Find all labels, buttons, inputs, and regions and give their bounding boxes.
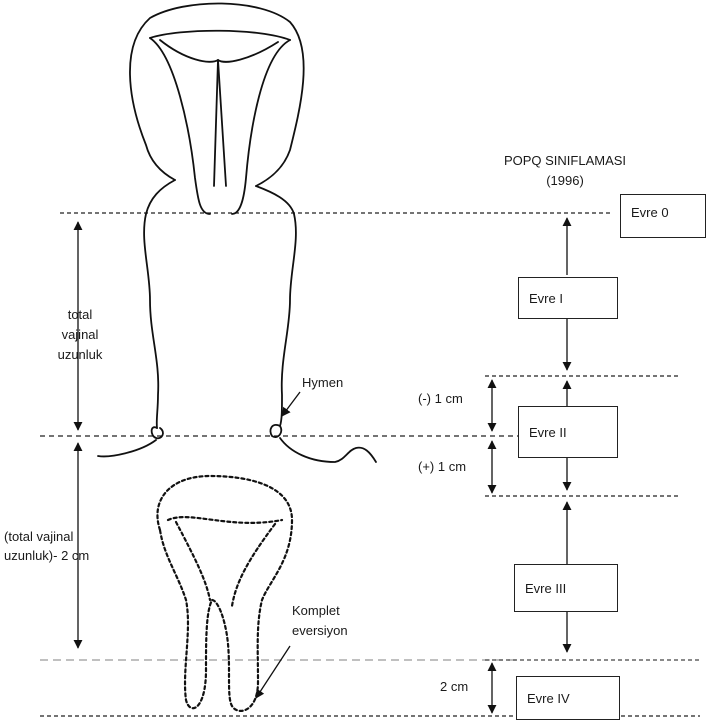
label-total-minus-2cm-2: uzunluk)- 2 cm xyxy=(4,547,89,564)
stage-box-evre-i: Evre I xyxy=(518,277,618,319)
stage-box-evre-0: Evre 0 xyxy=(620,194,706,238)
stage-box-evre-iii: Evre III xyxy=(514,564,618,612)
label-hymen: Hymen xyxy=(302,374,343,391)
label-total-vaginal-length-1: total xyxy=(30,306,130,323)
arrow-complete-eversion xyxy=(256,646,290,698)
label-complete-eversion-2: eversiyon xyxy=(292,622,348,639)
label-2cm: 2 cm xyxy=(440,678,468,695)
diagram-title: POPQ SINIFLAMASI xyxy=(470,152,660,169)
label-plus-1cm: (+) 1 cm xyxy=(418,458,466,475)
label-total-vaginal-length-2: vajinal xyxy=(30,326,130,343)
label-complete-eversion-1: Komplet xyxy=(292,602,340,619)
arrow-hymen xyxy=(282,392,300,416)
uterus-everted-drawing xyxy=(157,476,292,711)
diagram-year: (1996) xyxy=(470,172,660,189)
stage-box-evre-iv: Evre IV xyxy=(516,676,620,720)
uterus-normal-drawing xyxy=(98,3,376,462)
label-total-minus-2cm-1: (total vajinal xyxy=(4,528,73,545)
label-minus-1cm: (-) 1 cm xyxy=(418,390,463,407)
stage-box-evre-ii: Evre II xyxy=(518,406,618,458)
label-total-vaginal-length-3: uzunluk xyxy=(30,346,130,363)
